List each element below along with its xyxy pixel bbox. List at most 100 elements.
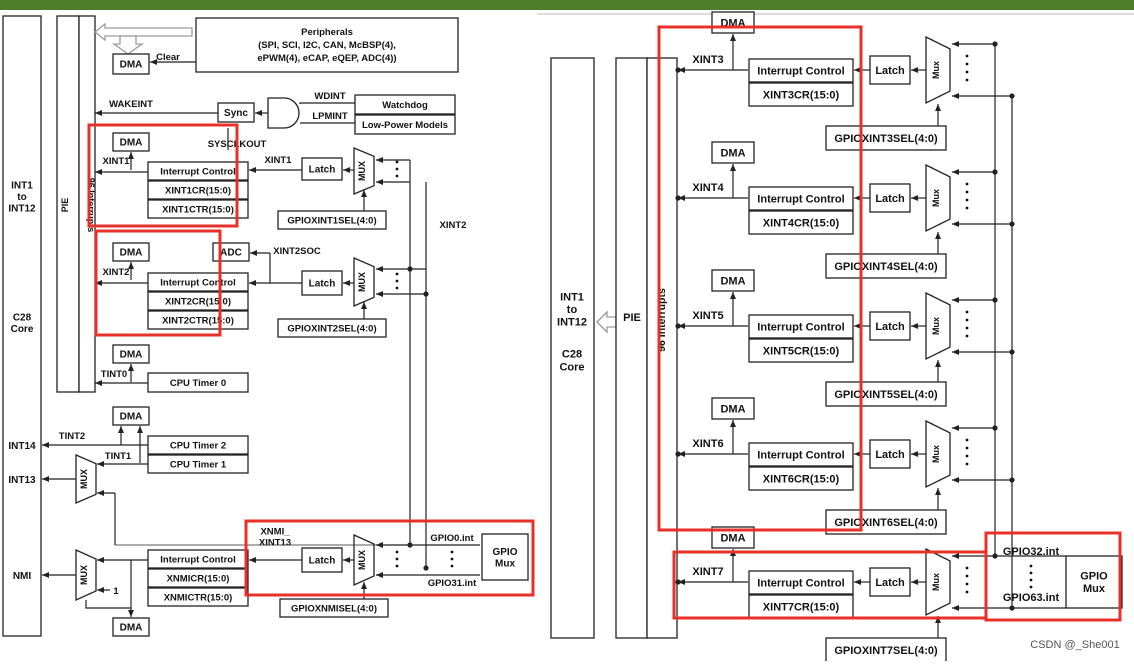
left-xint2-label: XINT2 [103,267,130,278]
right-ch6-intctrl [748,442,854,467]
peripherals-down-arrow [111,35,145,55]
xnmi-xint13-label: XNMI_XINT13 [259,527,291,549]
left-dma-tint0-label: DMA [120,350,143,361]
right-ch4-mux [925,163,951,233]
low-power-block [354,114,456,135]
left-xint1ctr [147,199,249,219]
left-dma-tint0 [112,344,150,364]
top-bar [0,0,1134,10]
right-ch4-mux-label: Mux [931,189,941,207]
left-xint1-latch-label: XINT1 [265,155,293,166]
left-latch1-label: Latch [309,165,336,176]
left-gpioxint2sel [277,318,387,338]
left-intctrl-2-label: Interrupt Control [160,277,235,288]
right-ch4-mux-dots [965,190,969,194]
clear-label: Clear [156,52,180,63]
left-mux1-dots [395,160,399,164]
right-ch4-sel [825,253,947,279]
right-ch5-latch [869,311,911,341]
right-ch3-intctrl [748,58,854,83]
left-dma-nmi-label: DMA [120,623,143,634]
right-ch6-dma [711,397,755,420]
left-gpioxint2sel-label: GPIOXINT2SEL(4:0) [287,323,376,334]
left-xint2ctr [147,310,249,330]
gpioxnmisel-block [279,598,389,618]
right-ch3-mux [925,35,951,105]
right-ch5-cr [748,338,854,363]
right-ch4-latch-label: Latch [875,193,905,205]
right-ch3-latch [869,55,911,85]
right-ch5-dma-label: DMA [720,275,745,287]
left-gpioxint1sel-label: GPIOXINT1SEL(4:0) [287,215,376,226]
left-xint2-bus-label: XINT2 [440,220,467,231]
cpu-timer2-block [147,435,249,455]
left-gpioxint1sel [277,210,387,230]
tint0-label: TINT0 [101,369,127,380]
nmi-sel-line [85,560,132,609]
right-ch3-sel [825,125,947,151]
xnmicr-block-label: XNMICR(15:0) [167,573,230,584]
low-power-block-label: Low-Power Models [362,120,448,131]
left-mux-nmi-dots [395,550,399,554]
right-gpio-mux [1065,555,1123,609]
right-ch7-cr-label: XINT7CR(15:0) [763,601,840,613]
peripherals-arrow [93,22,193,42]
left-nmi-label: NMI [13,571,32,582]
highlight-xint2 [94,229,222,337]
highlight-xint1 [87,123,239,228]
right-ch4-dma [711,141,755,164]
right-ch4-mux-dots [965,182,969,186]
one-label: 1 [113,586,119,597]
cpu-timer1-block [147,454,249,474]
left-dma-xint2-label: DMA [120,248,143,259]
right-ch5-pie-dot [675,323,681,329]
sync-block-label: Sync [224,108,248,119]
gpio-dots-right [1029,564,1033,568]
right-pie-arrow [596,310,617,334]
xnmictr-block-label: XNMICTR(15:0) [164,592,233,603]
right-ch6-sel [825,509,947,535]
highlight-gpio-mux-right [984,531,1122,622]
right-core-block [550,57,595,639]
right-ch6-latch-label: Latch [875,449,905,461]
left-latch-nmi [301,547,343,573]
right-ch6-dma-label: DMA [720,403,745,415]
gpio-dots-left [450,550,454,554]
right-ch5-label: XINT5 [692,310,723,322]
left-dma-tint12 [112,406,150,426]
gpioxnmisel-block-label: GPIOXNMISEL(4:0) [291,603,377,614]
left-mux1 [353,147,375,195]
right-ch6-mux-dots [965,462,969,466]
right-ch6-mux-dots [965,446,969,450]
right-ch4-mux-dots [965,198,969,202]
left-dma-tint12-label: DMA [120,412,143,423]
left-dma-xint2 [112,242,150,262]
peripherals-line2: ePWM(4), eCAP, eQEP, ADC(4)) [257,53,396,64]
right-ch7-sel [825,637,947,663]
right-ch5-intctrl-label: Interrupt Control [757,321,844,333]
right-ch4-latch [869,183,911,213]
right-ch7-dma [711,526,755,549]
wdint-label: WDINT [314,91,345,102]
right-ch3-mux-dots [965,70,969,74]
right-ch7-mux-dots [965,582,969,586]
right-ch7-mux [925,547,951,617]
left-xint1cr-label: XINT1CR(15:0) [165,185,231,196]
watchdog-block-label: Watchdog [382,100,428,111]
left-core-block [2,15,42,637]
right-ch3-pie-dot [675,67,681,73]
xnmictr-block [147,587,249,607]
right-ch6-pie-dot [675,451,681,457]
cpu-timer0-block-label: CPU Timer 0 [170,378,226,389]
left-mux-int13 [75,454,97,504]
right-ch7-latch [869,567,911,597]
right-ch5-sel-label: GPIOXINT5SEL(4:0) [834,389,938,401]
gpio0int-label: GPIO0.int [430,533,474,544]
left-latch-nmi-label: Latch [309,556,336,567]
right-ch6-cr-label: XINT6CR(15:0) [763,473,840,485]
right-ch3-cr-label: XINT3CR(15:0) [763,89,840,101]
left-mux-nmi-sel-label: MUX [357,550,367,570]
right-ch3-mux-dots [965,62,969,66]
bus-junction [407,266,413,272]
